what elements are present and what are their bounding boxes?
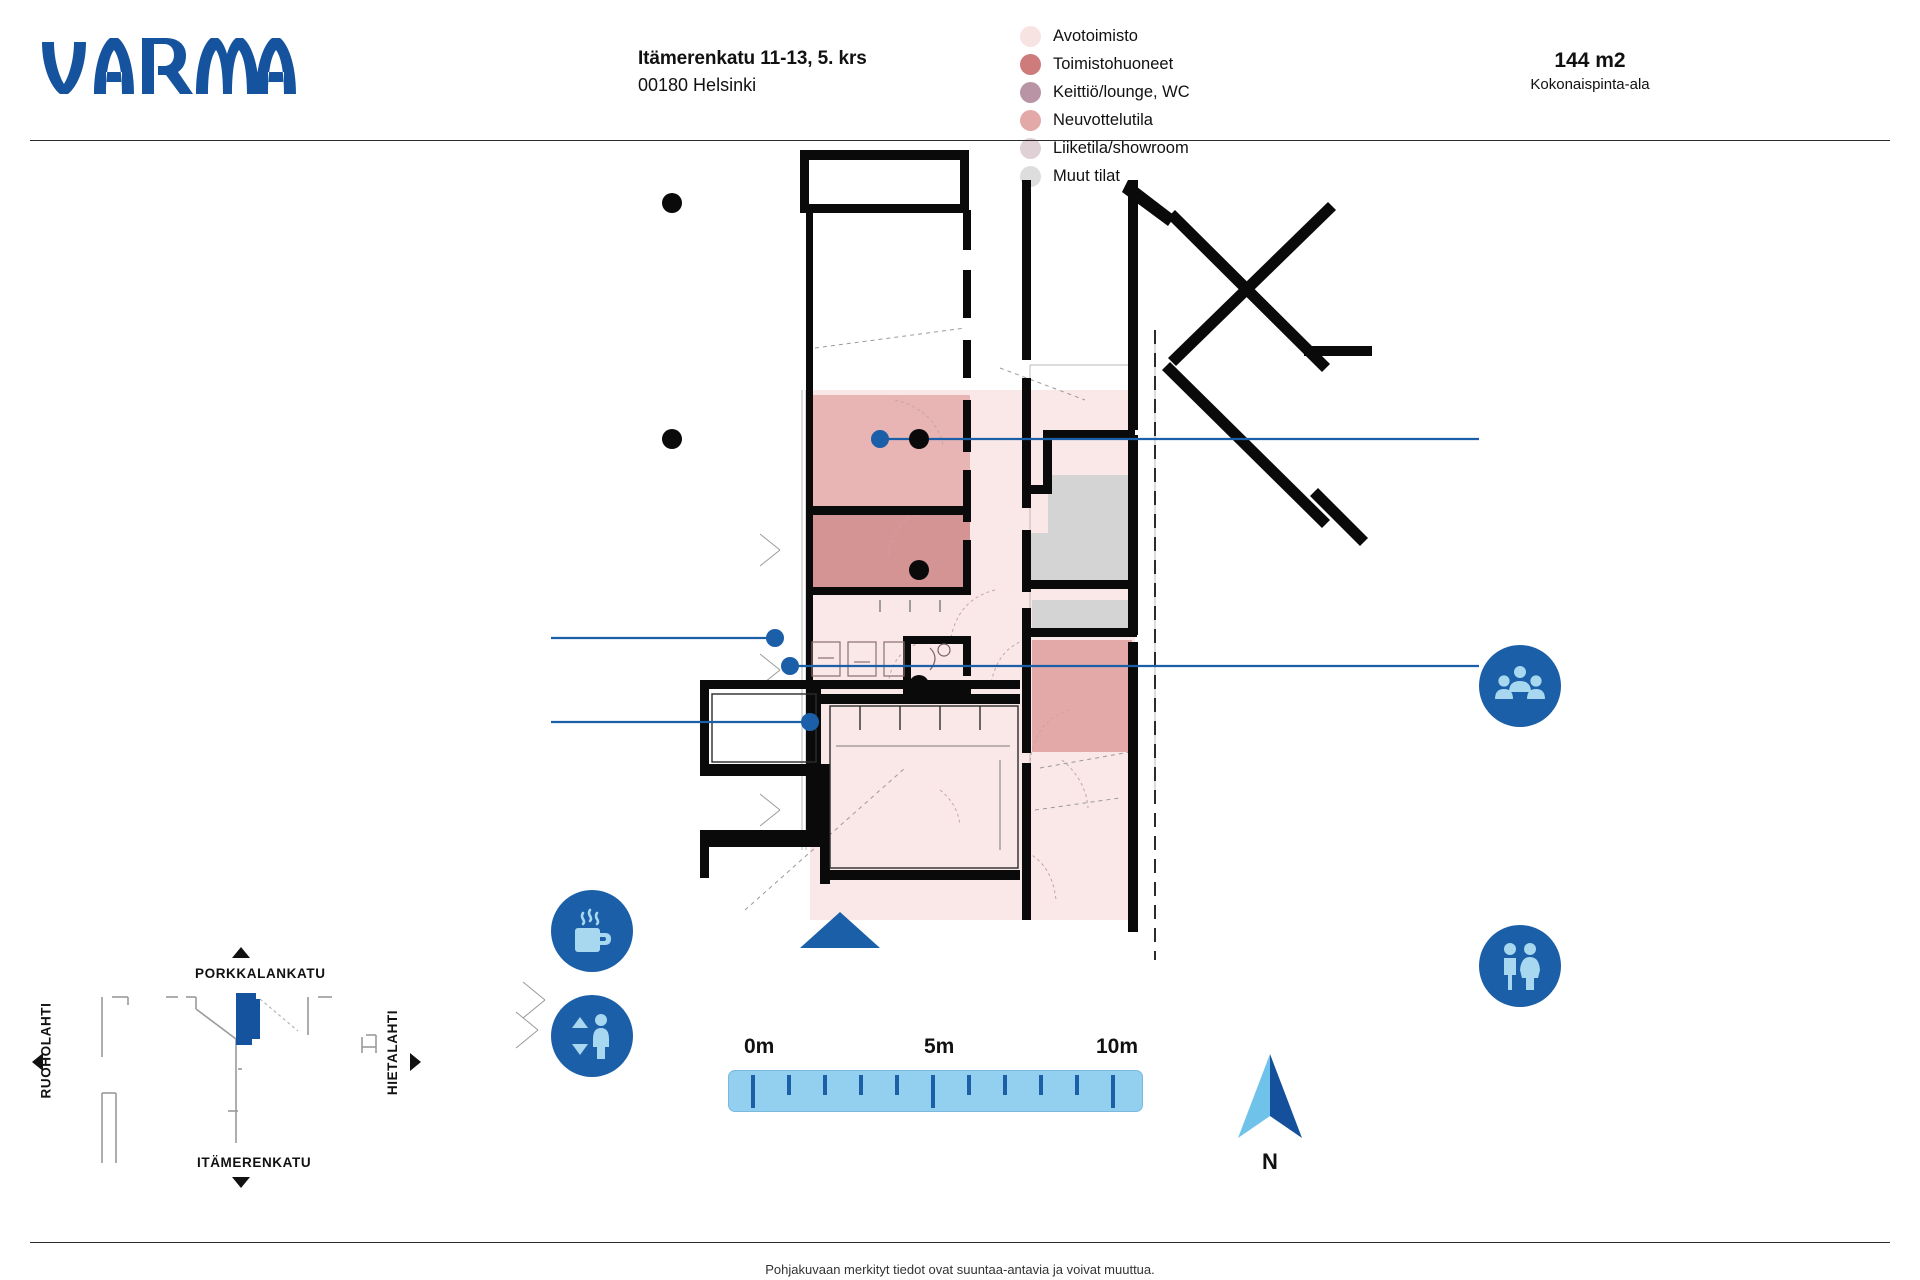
location-map-drawing <box>101 993 377 1163</box>
address-line-1: Itämerenkatu 11-13, 5. krs <box>638 48 867 69</box>
legend-item-keittio-lounge-wc: Keittiö/lounge, WC <box>1020 78 1272 106</box>
legend-swatch-icon <box>1020 137 1041 159</box>
floor-plan-drawing <box>0 150 1920 1077</box>
people-group-icon <box>1495 666 1545 699</box>
legend-item-avotoimisto: Avotoimisto <box>1020 22 1272 50</box>
highlighted-building <box>236 993 260 1045</box>
legend-label: Liiketila/showroom <box>1053 138 1189 157</box>
street-label-ruoholahti: RUOHOLAHTI <box>38 1002 54 1099</box>
legend-label: Toimistohuoneet <box>1053 54 1174 73</box>
north-arrow-icon <box>1238 1054 1302 1138</box>
scale-label-10m: 10m <box>1096 1035 1139 1058</box>
legend-item-toimistohuoneet: Toimistohuoneet <box>1020 50 1272 78</box>
restroom-icon <box>1504 943 1540 990</box>
scale-bar-body <box>728 1070 1143 1112</box>
document-header: Itämerenkatu 11-13, 5. krs 00180 Helsink… <box>0 0 1920 187</box>
scale-tick <box>787 1075 791 1095</box>
elevator-icon <box>572 1014 609 1059</box>
scale-tick <box>859 1075 863 1095</box>
legend-label: Avotoimisto <box>1053 26 1138 45</box>
address-line-2: 00180 Helsinki <box>638 75 757 95</box>
direction-arrow-down-icon <box>232 1177 250 1188</box>
footer-disclaimer: Pohjakuvaan merkityt tiedot ovat suuntaa… <box>765 1262 1155 1277</box>
street-label-porkkalankatu: PORKKALANKATU <box>195 966 326 981</box>
total-area-value: 144 m2 <box>1554 49 1626 72</box>
legend-column-2: Neuvottelutila Liiketila/showroom Muut t… <box>1020 106 1290 190</box>
total-area-block: 144 m2 Kokonaispinta-ala <box>1480 48 1700 96</box>
scale-tick <box>1039 1075 1043 1095</box>
scale-bar: 0m 5m 10m <box>728 1035 1143 1112</box>
marker-meeting-room[interactable] <box>1479 645 1561 727</box>
total-area-caption: Kokonaispinta-ala <box>1530 76 1650 93</box>
marker-elevator[interactable] <box>551 995 633 1077</box>
legend-item-neuvottelutila: Neuvottelutila <box>1020 106 1290 134</box>
scale-tick <box>823 1075 827 1095</box>
scale-label-0m: 0m <box>744 1035 775 1058</box>
marker-restroom[interactable] <box>1479 925 1561 1007</box>
header-divider <box>30 140 1890 141</box>
direction-arrow-right-icon <box>410 1053 421 1071</box>
scale-tick <box>751 1075 755 1108</box>
scale-tick <box>1075 1075 1079 1095</box>
legend-swatch-icon <box>1020 53 1041 75</box>
coffee-mug-icon <box>575 908 611 952</box>
space-type-legend: Avotoimisto Toimistohuoneet Keittiö/loun… <box>1020 22 1440 190</box>
legend-column-1: Avotoimisto Toimistohuoneet Keittiö/loun… <box>1020 22 1272 106</box>
legend-swatch-icon <box>1020 81 1041 103</box>
scale-tick <box>967 1075 971 1095</box>
marker-kitchen-lounge[interactable] <box>551 890 633 972</box>
compass-rose: N <box>1215 1050 1325 1175</box>
varma-logo <box>40 36 300 96</box>
property-address: Itämerenkatu 11-13, 5. krs 00180 Helsink… <box>638 46 968 98</box>
scale-tick <box>1003 1075 1007 1095</box>
compass-north-label: N <box>1262 1149 1278 1174</box>
legend-swatch-icon <box>1020 25 1041 47</box>
scale-tick <box>895 1075 899 1095</box>
legend-swatch-icon <box>1020 109 1041 131</box>
legend-label: Keittiö/lounge, WC <box>1053 82 1190 101</box>
entrance-marker <box>800 912 880 948</box>
scale-label-5m: 5m <box>924 1035 955 1058</box>
legend-item-liiketila-showroom: Liiketila/showroom <box>1020 134 1290 162</box>
street-label-itamerenkatu: ITÄMERENKATU <box>197 1155 312 1170</box>
direction-arrow-left-icon <box>32 1053 43 1071</box>
direction-arrow-up-icon <box>232 947 250 958</box>
legend-label: Neuvottelutila <box>1053 110 1153 129</box>
scale-tick <box>1111 1075 1115 1108</box>
location-key-map: PORKKALANKATU ITÄMERENKATU RUOHOLAHTI HI… <box>20 935 520 1225</box>
legend-label: Muut tilat <box>1053 166 1120 185</box>
footer-divider <box>30 1242 1890 1243</box>
street-label-hietalahti: HIETALAHTI <box>385 1009 401 1096</box>
scale-tick <box>931 1075 935 1108</box>
